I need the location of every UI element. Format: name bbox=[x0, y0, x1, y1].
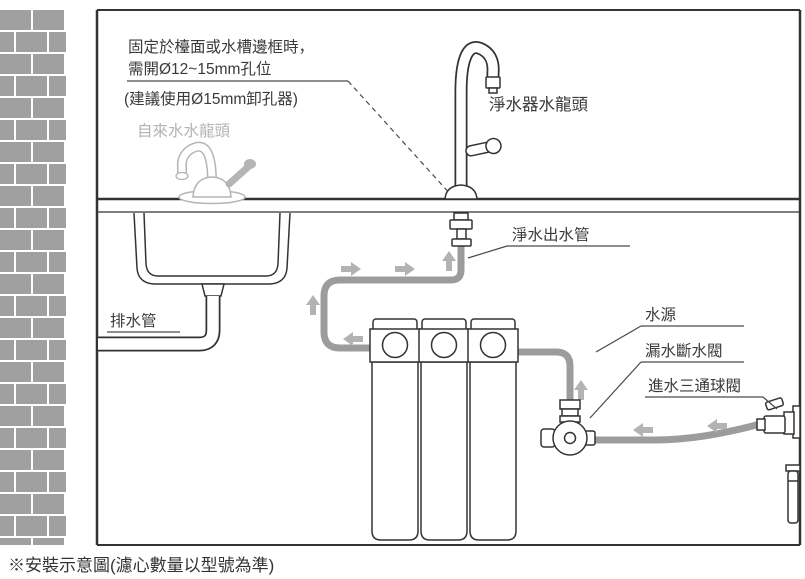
purifier-faucet-label: 淨水器水龍頭 bbox=[489, 95, 589, 114]
leak-shutoff-valve bbox=[540, 399, 596, 456]
purified-outlet-tube-label: 淨水出水管 bbox=[512, 226, 590, 244]
footer-note: ※安裝示意圖(濾心數量以型號為準) bbox=[8, 556, 274, 575]
hole-note-line1: 固定於檯面或水槽邊框時， bbox=[128, 38, 314, 56]
sink bbox=[133, 212, 291, 297]
filter-unit bbox=[369, 318, 519, 541]
hole-note-leader bbox=[127, 80, 453, 197]
leak-shutoff-valve-label: 漏水斷水閥 bbox=[645, 342, 723, 360]
hole-note-line3: (建議使用Ø15mm卸孔器) bbox=[124, 90, 298, 108]
purified-outlet-tube bbox=[320, 240, 465, 352]
room-border bbox=[95, 9, 802, 546]
water-source-label: 水源 bbox=[645, 306, 676, 324]
hole-note-line2: 需開Ø12~15mm孔位 bbox=[128, 60, 271, 78]
tap-faucet-label: 自來水水龍頭 bbox=[137, 122, 231, 140]
drain-pipe bbox=[98, 296, 221, 352]
three-way-ball-valve bbox=[756, 397, 801, 439]
wall-pipe bbox=[785, 464, 801, 524]
brick-wall bbox=[0, 10, 66, 545]
drain-pipe-label: 排水管 bbox=[110, 312, 157, 330]
three-way-valve-label: 進水三通球閥 bbox=[648, 377, 741, 395]
inlet-tube bbox=[513, 348, 768, 444]
tap-faucet bbox=[175, 141, 256, 205]
label-leaders bbox=[107, 245, 778, 419]
flow-arrows bbox=[306, 251, 727, 437]
purifier-faucet bbox=[444, 41, 502, 247]
